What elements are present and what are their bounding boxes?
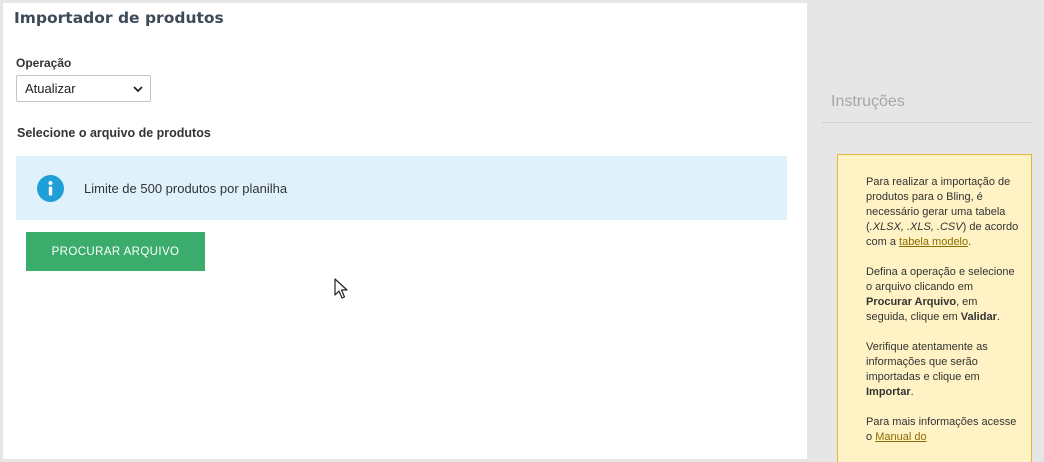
instr-formats: .XLSX, .XLS, .CSV <box>869 221 963 233</box>
file-section-label: Selecione o arquivo de produtos <box>17 126 211 140</box>
instr-text: . <box>968 236 972 248</box>
instructions-divider <box>822 122 1032 123</box>
template-table-link[interactable]: tabela modelo <box>899 236 969 248</box>
main-panel: Importador de produtos Operação Atualiza… <box>3 3 807 459</box>
instr-text: . <box>910 386 914 398</box>
info-circle-icon <box>37 174 64 202</box>
mouse-pointer-icon <box>334 278 348 299</box>
info-message: Limite de 500 produtos por planilha <box>84 180 288 196</box>
instructions-paragraph-2: Defina a operação e selecione o arquivo … <box>866 265 1019 325</box>
instr-text: Para mais informações acesse o <box>866 416 1017 443</box>
instr-bold: Procurar Arquivo <box>866 296 957 308</box>
chevron-down-icon <box>133 86 143 93</box>
operation-select[interactable]: Atualizar <box>16 75 151 102</box>
instr-text: , em seguida, clique em <box>866 296 978 323</box>
instructions-paragraph-4: Para mais informações acesse o Manual do <box>866 415 1019 445</box>
instr-text: Para realizar a importação de produtos p… <box>866 176 1011 233</box>
instr-text: Verifique atentamente as informações que… <box>866 341 988 383</box>
instructions-paragraph-1: Para realizar a importação de produtos p… <box>866 175 1019 250</box>
instr-text: ) de acordo com a <box>866 221 1019 248</box>
manual-link[interactable]: Manual do <box>875 431 927 443</box>
operation-selected-value: Atualizar <box>25 81 76 96</box>
page-title: Importador de produtos <box>14 9 224 27</box>
instructions-box: Para realizar a importação de produtos p… <box>837 154 1032 462</box>
instr-text: Defina a operação e selecione o arquivo … <box>866 266 1015 293</box>
instructions-paragraph-3: Verifique atentamente as informações que… <box>866 340 1019 400</box>
instr-bold: Validar <box>960 311 997 323</box>
instr-bold: Importar <box>866 386 911 398</box>
info-alert: Limite de 500 produtos por planilha <box>16 156 787 220</box>
instr-text: . <box>996 311 1000 323</box>
instructions-title: Instruções <box>831 93 905 110</box>
operation-label: Operação <box>16 56 72 70</box>
browse-file-button[interactable]: PROCURAR ARQUIVO <box>26 232 205 271</box>
